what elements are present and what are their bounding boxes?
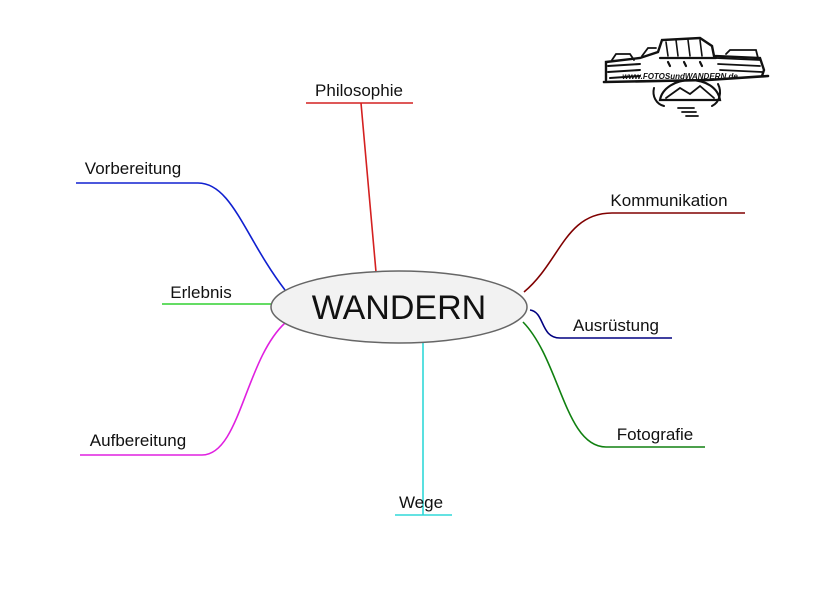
center-label: WANDERN xyxy=(312,289,486,327)
branch-label-erlebnis: Erlebnis xyxy=(170,283,231,302)
branch-label-ausruestung: Ausrüstung xyxy=(573,316,659,335)
branch-line-aufbereitung xyxy=(80,322,286,456)
branch-connectors xyxy=(76,102,745,516)
logo-text: www.FOTOSundWANDERN.de xyxy=(622,72,738,81)
branch-line-vorbereitung xyxy=(76,182,286,291)
branch-line-fotografie xyxy=(522,321,705,448)
logo: www.FOTOSundWANDERN.de xyxy=(602,36,770,117)
branch-label-fotografie: Fotografie xyxy=(617,425,694,444)
branch-label-aufbereitung: Aufbereitung xyxy=(90,431,186,450)
castle-sketch-icon xyxy=(602,36,770,117)
branch-label-kommunikation: Kommunikation xyxy=(610,191,727,210)
branch-label-philosophie: Philosophie xyxy=(315,81,403,100)
branch-label-vorbereitung: Vorbereitung xyxy=(85,159,181,178)
center-ellipse xyxy=(270,270,528,344)
branch-line-philosophie xyxy=(306,102,413,273)
branch-line-kommunikation xyxy=(523,212,745,293)
branch-line-ausruestung xyxy=(529,309,672,339)
branch-line-wege xyxy=(395,342,452,516)
branch-label-wege: Wege xyxy=(399,493,443,512)
center-node: WANDERN xyxy=(270,270,528,344)
branch-labels: PhilosophieVorbereitungErlebnisAufbereit… xyxy=(85,81,728,512)
